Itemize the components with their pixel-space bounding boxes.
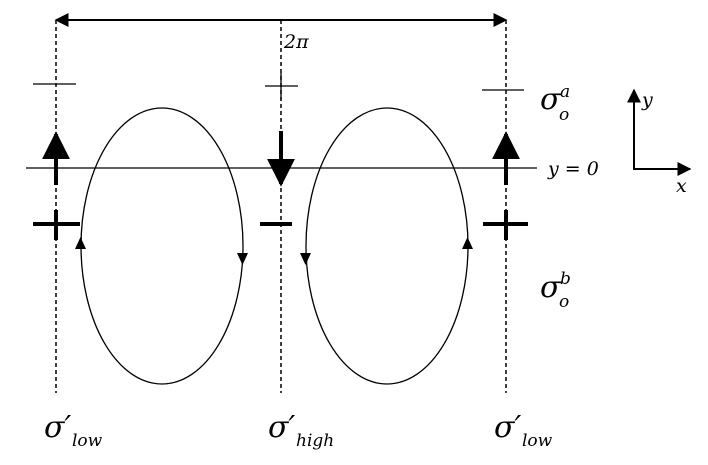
- sigma-prime-low-left: σ′ low: [44, 410, 103, 451]
- svg-text:high: high: [296, 431, 334, 451]
- svg-text:b: b: [560, 269, 571, 289]
- loop-right-arrow-up: [462, 237, 473, 249]
- sigma-o-a-label: σ a o: [540, 82, 570, 125]
- svg-text:σ′: σ′: [44, 410, 71, 445]
- loop-left: [80, 107, 244, 385]
- sigma-prime-high-middle: σ′ high: [268, 410, 334, 451]
- svg-text:o: o: [559, 292, 569, 312]
- sigma-o-b-label: σ b o: [540, 269, 571, 312]
- sigma-prime-low-right: σ′ low: [494, 410, 553, 451]
- axis-y-label: y: [641, 89, 653, 111]
- axis-x-label: x: [676, 175, 687, 197]
- y-zero-label: y = 0: [547, 158, 599, 180]
- svg-text:σ′: σ′: [494, 410, 521, 445]
- svg-text:o: o: [559, 105, 569, 125]
- svg-text:low: low: [72, 431, 103, 451]
- loop-right-arrow-down: [300, 253, 311, 265]
- svg-text:σ: σ: [540, 270, 562, 305]
- svg-text:low: low: [522, 431, 553, 451]
- svg-text:a: a: [560, 82, 570, 102]
- svg-text:σ: σ: [540, 82, 562, 117]
- axes-legend: y x: [627, 88, 692, 197]
- loop-left-arrow-up: [75, 237, 86, 249]
- period-label: 2π: [283, 31, 309, 53]
- loop-right: [305, 107, 469, 385]
- loop-left-arrow-down: [237, 253, 248, 265]
- svg-text:σ′: σ′: [268, 410, 295, 445]
